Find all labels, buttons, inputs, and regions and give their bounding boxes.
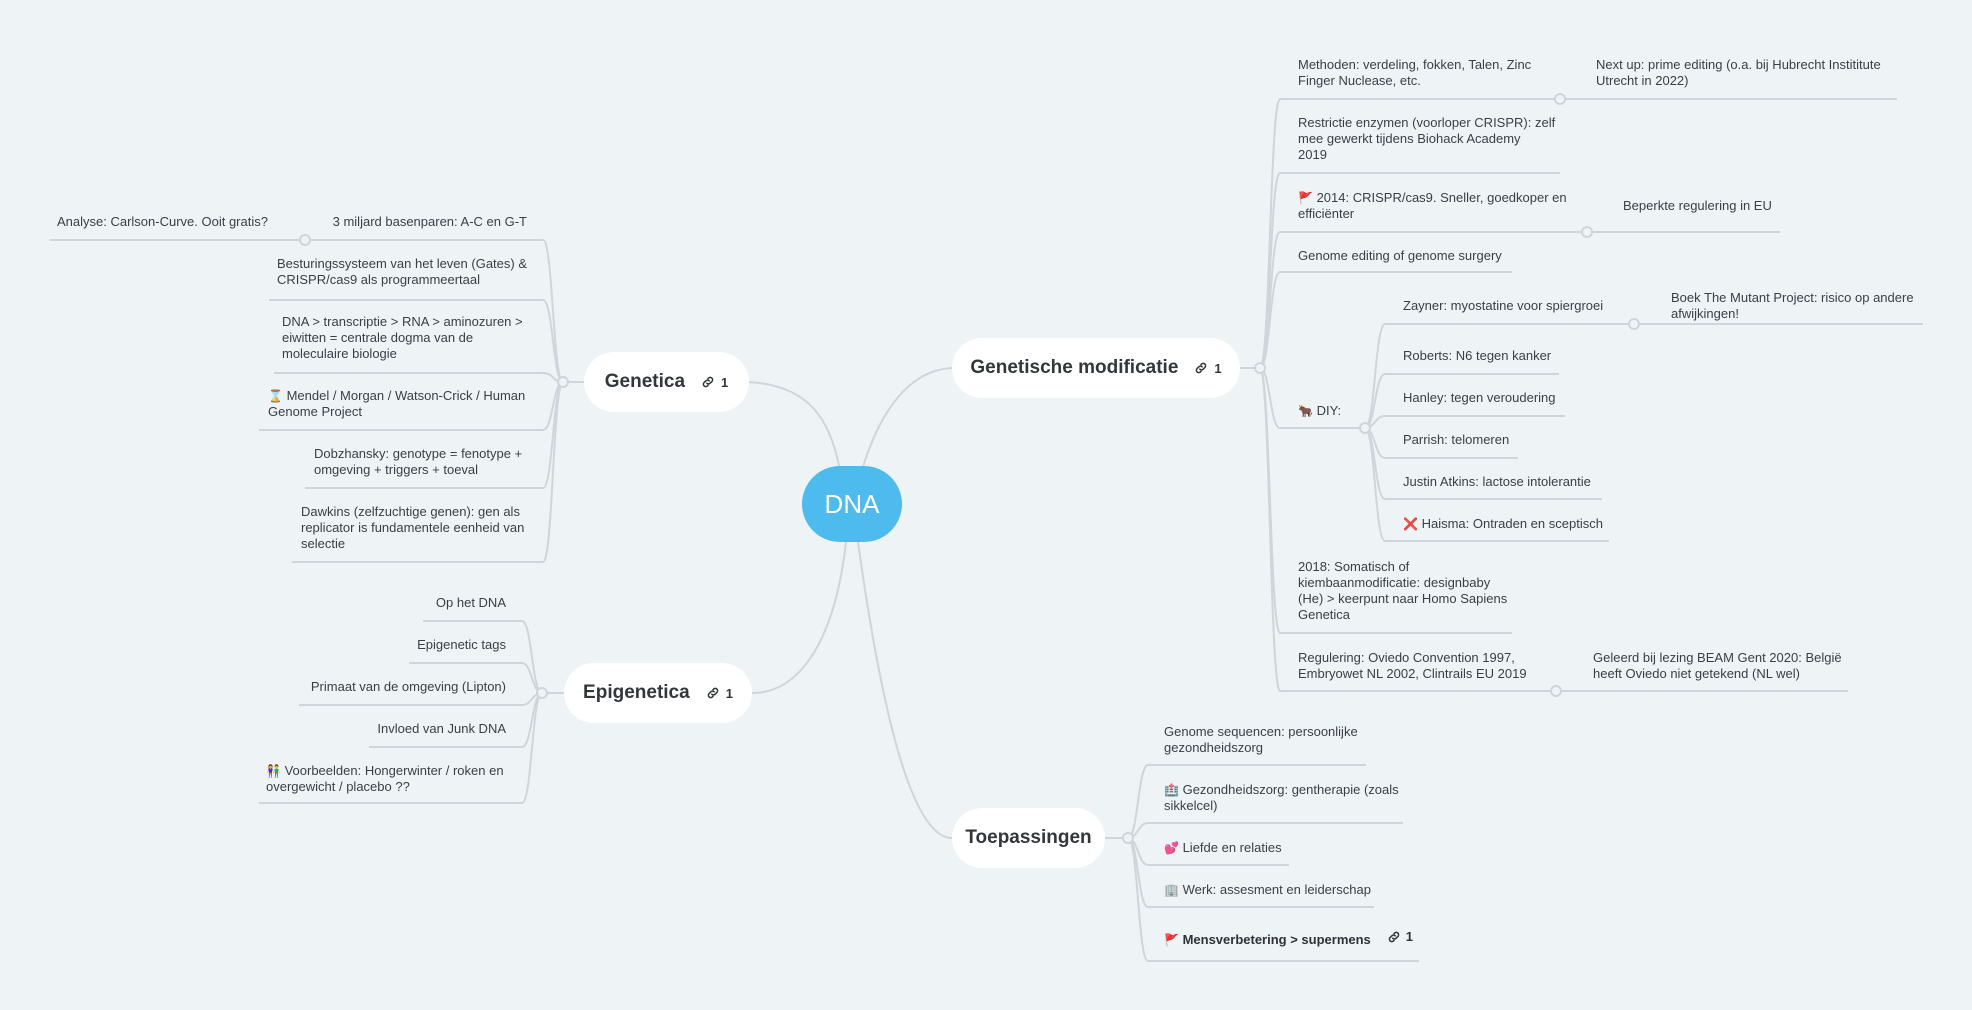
link-icon	[707, 687, 718, 699]
epigenetica-item-voorbeelden-text: Voorbeelden: Hongerwinter / roken en ove…	[266, 763, 504, 794]
genmod-item-beam-gent[interactable]: Geleerd bij lezing BEAM Gent 2020: Belgi…	[1593, 650, 1842, 681]
link-icon	[1388, 931, 1400, 943]
genetica-item-basenparen[interactable]: 3 miljard basenparen: A-C en G-T	[332, 214, 527, 229]
connector-toepassingen	[857, 541, 953, 839]
genetica-item-mendel[interactable]: ⌛ Mendel / Morgan / Watson-Crick / Human…	[268, 388, 525, 420]
connector-epigenetica	[751, 541, 847, 694]
link-count: 1	[1214, 360, 1222, 376]
toepassingen-item-werk[interactable]: 🏢 Werk: assesment en leiderschap	[1164, 882, 1371, 898]
toepassingen-item-gezondheidszorg[interactable]: 🏥 Gezondheidszorg: gentherapie (zoals si…	[1164, 782, 1399, 814]
topic-toepassingen[interactable]: Toepassingen	[952, 808, 1105, 868]
hospital-icon: 🏥	[1164, 783, 1179, 797]
toepassingen-item-werk-text: Werk: assesment en leiderschap	[1182, 882, 1371, 897]
mensverbetering-link[interactable]: 1	[1387, 929, 1413, 945]
ox-icon: 🐂	[1298, 404, 1313, 418]
central-topic-dna[interactable]: DNA	[802, 466, 902, 542]
genmod-item-crispr[interactable]: 🚩 2014: CRISPR/cas9. Sneller, goedkoper …	[1298, 190, 1567, 222]
toepassingen-item-genome-sequencen[interactable]: Genome sequencen: persoonlijke gezondhei…	[1164, 724, 1358, 755]
genmod-item-genome-editing[interactable]: Genome editing of genome surgery	[1298, 248, 1502, 263]
topic-genmod-label: Genetische modificatie	[970, 357, 1179, 378]
topic-genetica-label: Genetica	[604, 371, 686, 392]
genetica-item-mendel-text: Mendel / Morgan / Watson-Crick / Human G…	[268, 388, 526, 419]
epigenetica-item-junk-dna[interactable]: Invloed van Junk DNA	[377, 721, 506, 736]
people-icon: 👫	[266, 764, 281, 778]
toepassingen-item-gezondheidszorg-text: Gezondheidszorg: gentherapie (zoals sikk…	[1164, 782, 1399, 813]
cross-mark-icon: ❌	[1403, 517, 1418, 531]
genmod-item-prime-editing[interactable]: Next up: prime editing (o.a. bij Hubrech…	[1596, 57, 1881, 88]
epigenetica-item-op-dna[interactable]: Op het DNA	[435, 595, 506, 610]
topic-epigenetica-link[interactable]: 1	[706, 686, 733, 701]
office-building-icon: 🏢	[1164, 883, 1179, 897]
flag-icon: 🚩	[1164, 933, 1179, 947]
link-count: 1	[721, 374, 729, 390]
topic-genetica[interactable]: Genetica 1	[584, 352, 749, 412]
diy-item-haisma[interactable]: ❌ Haisma: Ontraden en sceptisch	[1403, 516, 1603, 532]
diy-item-zayner[interactable]: Zayner: myostatine voor spiergroei	[1403, 298, 1604, 313]
connector-genetica	[747, 381, 841, 471]
genmod-item-diy-text: DIY:	[1316, 403, 1342, 418]
toepassingen-item-liefde-text: Liefde en relaties	[1182, 840, 1282, 855]
genmod-item-regulering[interactable]: Regulering: Oviedo Convention 1997, Embr…	[1298, 650, 1527, 681]
diy-item-haisma-text: Haisma: Ontraden en sceptisch	[1421, 516, 1603, 531]
diy-item-mutant-project[interactable]: Boek The Mutant Project: risico op ander…	[1671, 290, 1914, 321]
genmod-item-diy[interactable]: 🐂 DIY:	[1298, 403, 1341, 419]
topic-genetische-modificatie[interactable]: Genetische modificatie 1	[952, 338, 1240, 398]
epigenetica-item-tags[interactable]: Epigenetic tags	[417, 637, 506, 652]
diy-item-hanley[interactable]: Hanley: tegen veroudering	[1403, 390, 1556, 405]
topic-epigenetica-label: Epigenetica	[583, 682, 690, 703]
hourglass-icon: ⌛	[268, 389, 283, 403]
toepassingen-item-liefde[interactable]: 💕 Liefde en relaties	[1164, 840, 1282, 856]
genetica-item-carlson[interactable]: Analyse: Carlson-Curve. Ooit gratis?	[57, 214, 268, 229]
epigenetica-item-voorbeelden[interactable]: 👫 Voorbeelden: Hongerwinter / roken en o…	[266, 763, 504, 795]
genetica-item-besturingssysteem[interactable]: Besturingssysteem van het leven (Gates) …	[277, 256, 528, 287]
genmod-item-regulering-eu[interactable]: Beperkte regulering in EU	[1623, 198, 1772, 213]
diy-item-parrish[interactable]: Parrish: telomeren	[1403, 432, 1510, 447]
genmod-item-designbaby[interactable]: 2018: Somatisch of kiembaanmodificatie: …	[1298, 559, 1508, 622]
diy-item-atkins[interactable]: Justin Atkins: lactose intolerantie	[1403, 474, 1591, 489]
diy-item-roberts[interactable]: Roberts: N6 tegen kanker	[1403, 348, 1552, 363]
toepassingen-item-mensverbetering[interactable]: 🚩 Mensverbetering > supermens 1	[1164, 929, 1413, 948]
genmod-item-crispr-text: 2014: CRISPR/cas9. Sneller, goedkoper en…	[1298, 190, 1567, 221]
genmod-item-restrictie[interactable]: Restrictie enzymen (voorloper CRISPR): z…	[1298, 115, 1556, 162]
connector-genmod	[861, 367, 953, 471]
genmod-branches	[1259, 98, 1923, 692]
topic-toepassingen-label: Toepassingen	[965, 827, 1092, 848]
link-count: 1	[1405, 929, 1414, 944]
link-count: 1	[725, 685, 733, 701]
genetica-item-centrale-dogma[interactable]: DNA > transcriptie > RNA > aminozuren > …	[282, 314, 523, 361]
genetica-item-dawkins[interactable]: Dawkins (zelfzuchtige genen): gen als re…	[301, 504, 525, 551]
topic-epigenetica[interactable]: Epigenetica 1	[564, 663, 752, 723]
link-icon	[1196, 362, 1207, 374]
toepassingen-item-mensverbetering-text: Mensverbetering > supermens	[1182, 932, 1371, 947]
hearts-icon: 💕	[1164, 841, 1179, 855]
genetica-collapse-dot	[557, 376, 569, 388]
topic-genetica-link[interactable]: 1	[701, 375, 728, 390]
topic-genmod-link[interactable]: 1	[1194, 360, 1222, 376]
epigenetica-item-lipton[interactable]: Primaat van de omgeving (Lipton)	[310, 679, 506, 694]
flag-icon: 🚩	[1298, 191, 1313, 205]
genetica-item-dobzhansky[interactable]: Dobzhansky: genotype = fenotype + omgevi…	[314, 446, 523, 477]
link-icon	[702, 376, 714, 388]
genmod-item-methoden[interactable]: Methoden: verdeling, fokken, Talen, Zinc…	[1298, 57, 1532, 88]
